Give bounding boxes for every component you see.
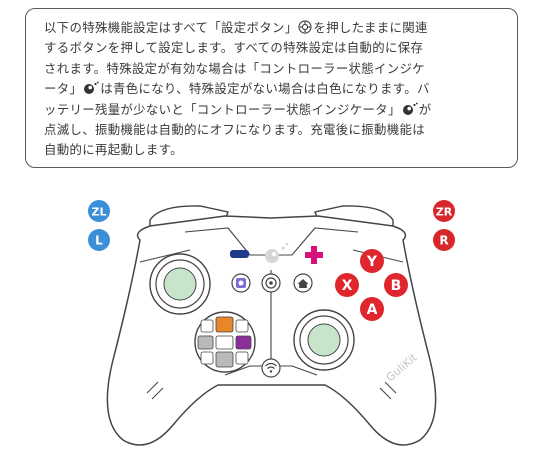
status-indicator-icon [265, 242, 289, 263]
face-button-a-label: A [367, 302, 378, 318]
zr-label: ZR [436, 206, 453, 219]
l-label: L [95, 234, 103, 248]
zr-badge: ZR [433, 200, 455, 222]
status-indicator-icon [84, 81, 99, 95]
status-indicator-icon [402, 102, 418, 115]
r-badge: R [433, 229, 455, 251]
face-button-a[interactable]: A [360, 297, 384, 321]
notice-line: 自動的に再起動します。 [44, 142, 183, 158]
r-label: R [439, 234, 448, 248]
left-grip-lines [146, 381, 164, 400]
notice-line: するボタンを押して設定します。すべての特殊設定は自動的に保存 [44, 40, 424, 56]
dpad-right[interactable] [235, 335, 252, 350]
dpad-up[interactable] [215, 316, 234, 333]
body-line-left [139, 249, 191, 263]
face-button-b-label: B [391, 278, 402, 294]
dpad-down[interactable] [215, 351, 234, 368]
notice-line: 以下の特殊機能設定はすべて「設定ボタン」を押したままに関連 [44, 20, 428, 35]
zl-label: ZL [92, 206, 107, 219]
dpad-corner [235, 351, 249, 365]
l-badge: L [88, 229, 110, 251]
face-button-b[interactable]: B [384, 273, 408, 297]
notice-line: 点滅し、振動機能は自動的にオフになります。充電後に振動機能は [44, 122, 425, 138]
zl-badge: ZL [88, 200, 110, 222]
notice-line: ッテリー残量が少ないと「コントローラー状態インジケータ」が [44, 101, 432, 117]
home-icon [297, 279, 309, 288]
home-button[interactable] [293, 273, 313, 293]
plus-button[interactable] [305, 246, 323, 264]
dpad-corner [200, 351, 214, 365]
dpad-center [215, 335, 234, 350]
notice-line: ータ」は青色になり、特殊設定がない場合は白色になります。バ [44, 81, 430, 97]
pairing-button[interactable] [261, 358, 281, 378]
notice-text: 以下の特殊機能設定はすべて「設定ボタン」を押したままに関連 するボタンを押して設… [44, 18, 514, 161]
settings-button[interactable] [261, 273, 281, 293]
dpad-left[interactable] [197, 335, 214, 350]
face-button-x[interactable]: X [335, 273, 359, 297]
minus-button[interactable] [230, 250, 249, 258]
face-button-y-label: Y [366, 254, 378, 270]
notice-line: されます。特殊設定が有効な場合は「コントローラー状態インジケ [44, 60, 425, 76]
dpad-corner [200, 319, 214, 333]
face-button-x-label: X [342, 278, 353, 294]
right-grip-lines [379, 381, 397, 400]
right-stick[interactable] [293, 309, 355, 371]
wifi-icon [265, 362, 277, 369]
left-stick[interactable] [149, 253, 211, 315]
dpad[interactable] [194, 311, 256, 373]
face-button-y[interactable]: Y [360, 249, 384, 273]
dpad-corner [235, 319, 249, 333]
notice-box: 以下の特殊機能設定はすべて「設定ボタン」を押したままに関連 するボタンを押して設… [25, 8, 518, 168]
settings-gear-icon [298, 20, 313, 34]
capture-button[interactable] [231, 273, 251, 293]
